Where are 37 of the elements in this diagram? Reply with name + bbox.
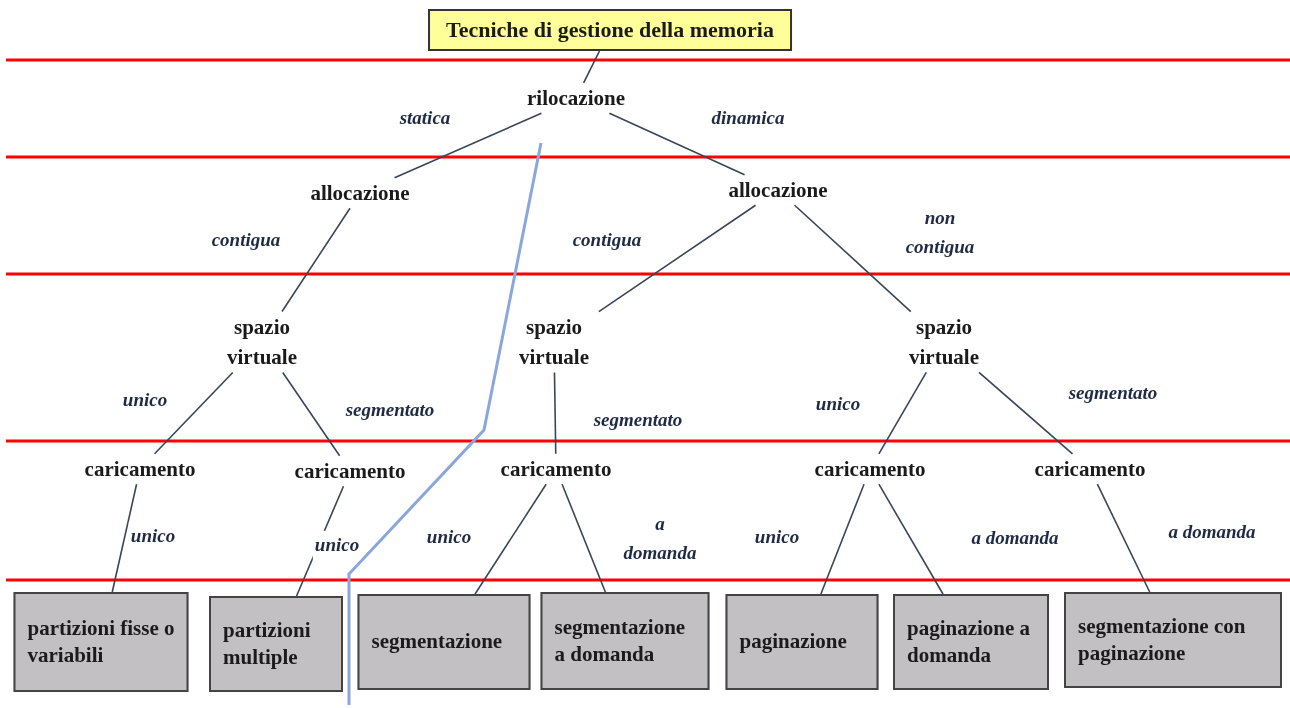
node-label: rilocazione [527,82,625,114]
connector-line [582,50,601,84]
node-label: caricamento [1034,453,1146,485]
technique-box: segmentazione [357,594,531,690]
connector-line [598,204,757,313]
connector-line [978,371,1074,455]
node-label: spazio virtuale [504,311,604,373]
title-box: Tecniche di gestione della memoria [428,9,792,51]
technique-box: partizioni fisse o variabili [13,592,189,692]
connector-line [281,371,341,457]
connector-line [153,371,234,455]
node-label: spazio virtuale [894,311,994,373]
technique-box: segmentazione con paginazione [1064,592,1282,688]
node-label: caricamento [500,453,612,485]
node-label: allocazione [310,177,410,209]
connector-line [878,371,928,455]
node-label: caricamento [84,453,196,485]
connector-line [111,483,138,593]
connector-line [281,207,351,313]
connector-line [820,483,865,595]
node-label: spazio virtuale [212,311,312,373]
connector-line [474,483,547,595]
connector-line [561,483,607,593]
technique-box: paginazione a domanda [893,594,1049,690]
edge-label: unico [312,530,362,560]
node-label: caricamento [814,453,926,485]
connector-line [393,112,543,179]
connector-line [1096,483,1151,593]
node-label: allocazione [728,174,828,206]
node-label: caricamento [294,455,406,487]
technique-box: segmentazione a domanda [540,592,710,690]
connector-line [608,112,746,176]
connector-line [793,204,912,313]
technique-box: partizioni multiple [209,596,343,692]
connector-line [878,483,944,595]
technique-box: paginazione [725,594,879,690]
connector-line [553,371,557,455]
